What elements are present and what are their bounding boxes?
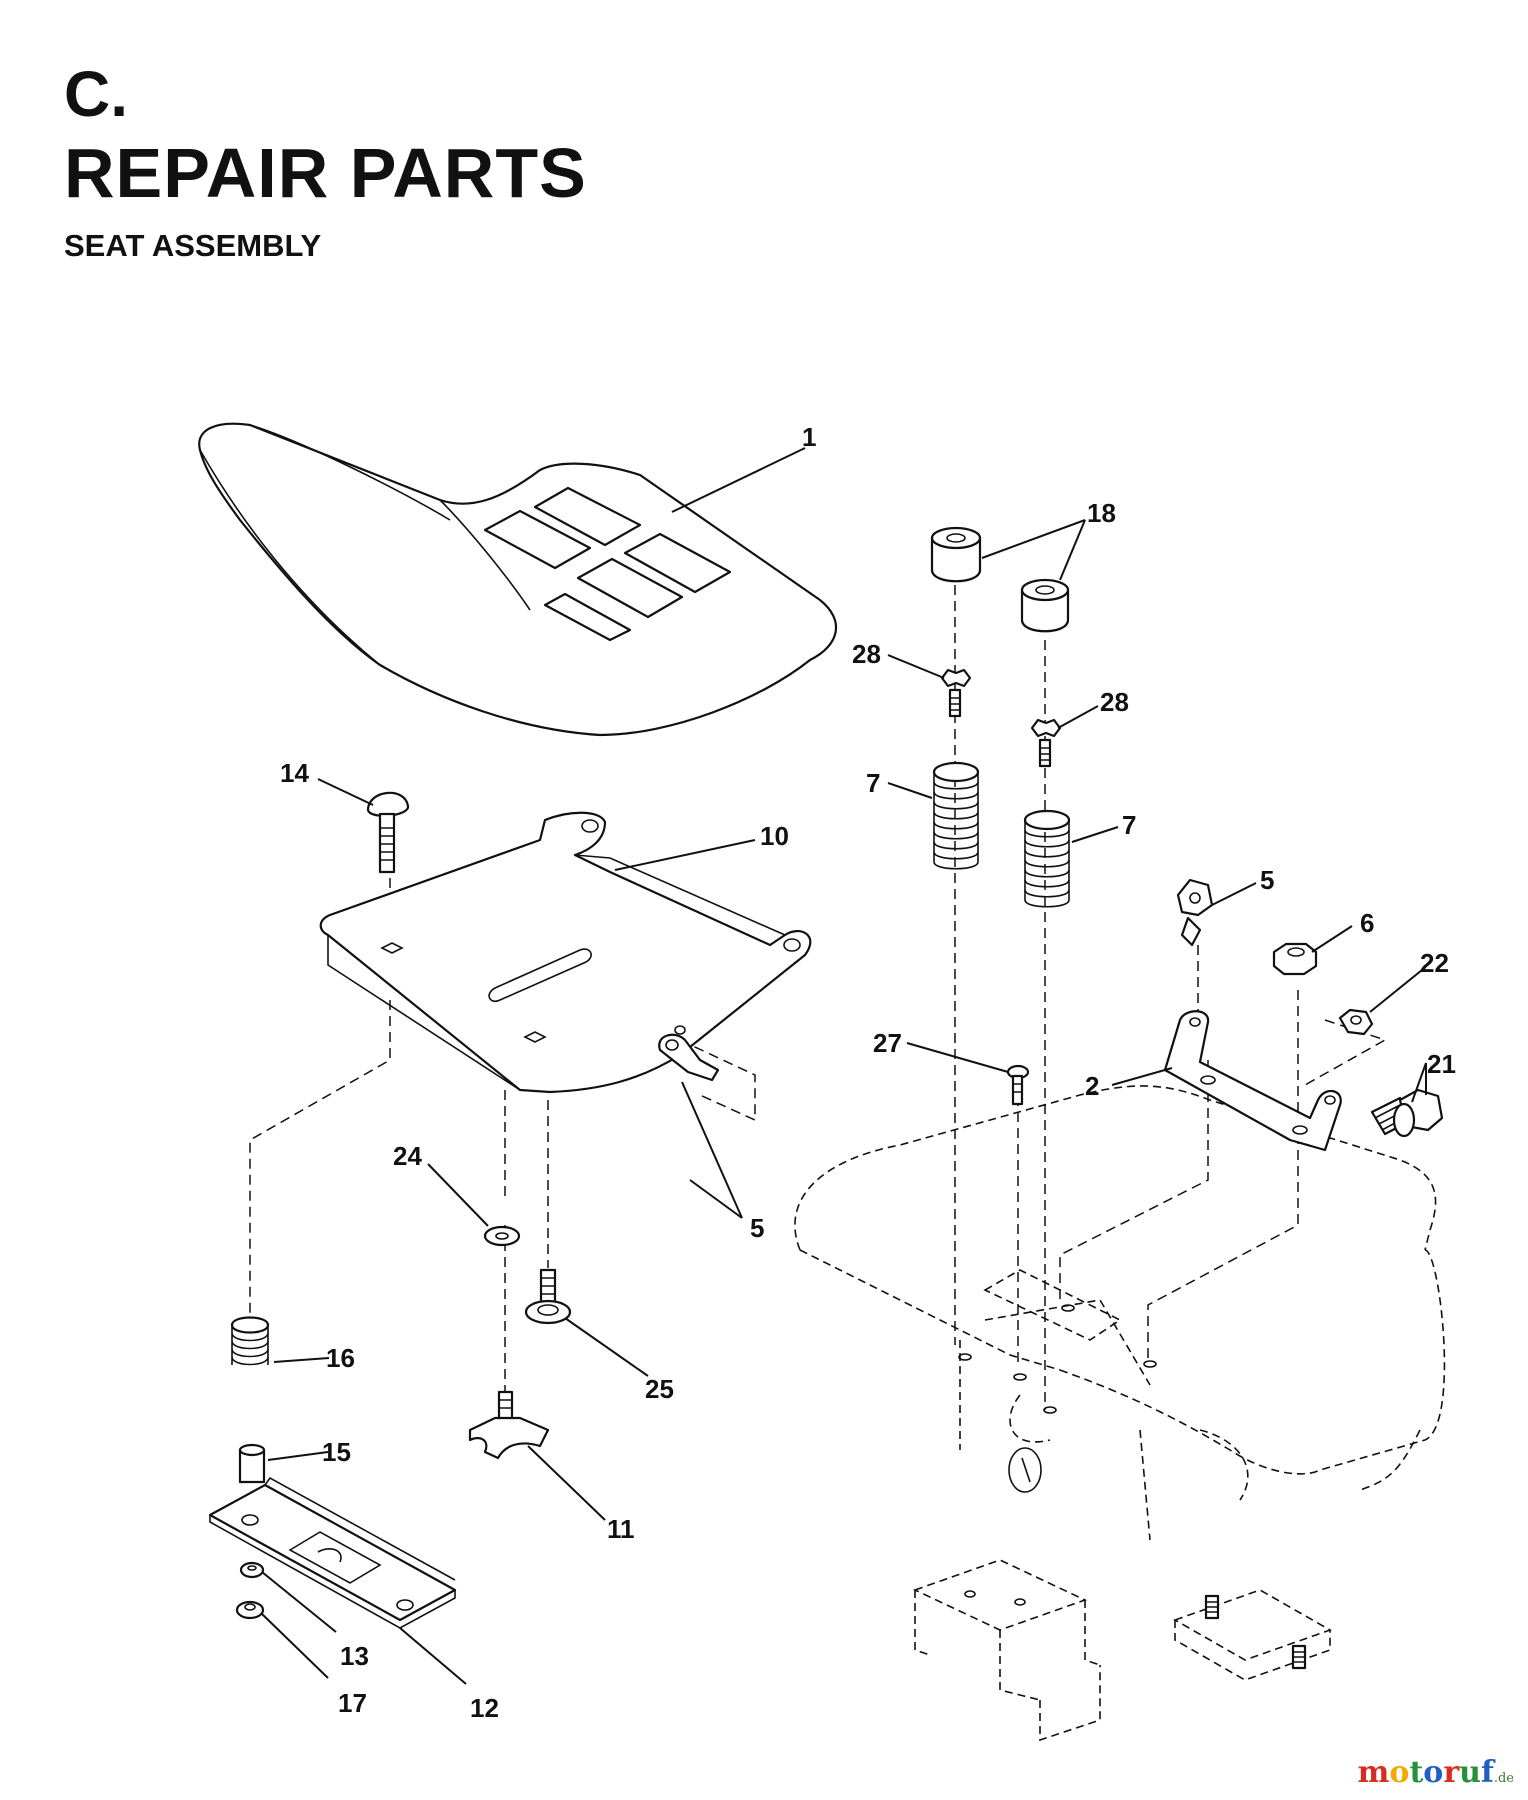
- callout-11: 11: [607, 1514, 635, 1544]
- page-title: REPAIR PARTS: [64, 134, 587, 212]
- small-screw-part[interactable]: [1006, 1064, 1030, 1106]
- spring-part[interactable]: [230, 1316, 270, 1366]
- page-subtitle: SEAT ASSEMBLY: [64, 228, 322, 263]
- flange-nut-17-part[interactable]: [235, 1600, 265, 1620]
- callout-16: 16: [326, 1343, 355, 1373]
- watermark-logo: motoruf.de: [1358, 1755, 1514, 1790]
- callout-7: 7: [1122, 810, 1136, 840]
- nut-13-part[interactable]: [239, 1561, 265, 1579]
- callout-28: 28: [1100, 687, 1129, 717]
- callout-5: 5: [750, 1213, 764, 1243]
- stud-icon: [1204, 1594, 1220, 1620]
- washer-part[interactable]: [483, 1225, 521, 1247]
- callout-18: 18: [1087, 498, 1116, 528]
- spacer-part[interactable]: [238, 1443, 266, 1484]
- carriage-bolt-part[interactable]: [366, 791, 410, 874]
- watermark-brand: motoruf: [1357, 1755, 1494, 1790]
- callout-10: 10: [760, 821, 789, 851]
- seat-pan-part[interactable]: [319, 811, 812, 1094]
- screw-right-part[interactable]: [1030, 718, 1062, 768]
- callout-22: 22: [1420, 948, 1449, 978]
- screw-left-part[interactable]: [940, 668, 972, 718]
- seat-spring-right-part[interactable]: [1023, 809, 1071, 908]
- callout-12: 12: [470, 1693, 499, 1723]
- callout-21: 21: [1427, 1049, 1456, 1079]
- switch-clip-part[interactable]: [1176, 878, 1214, 947]
- callout-6: 6: [1360, 908, 1374, 938]
- shoulder-bolt-part[interactable]: [524, 1268, 572, 1325]
- tractor-frame: [794, 1085, 1446, 1742]
- seat-clip-part[interactable]: [658, 1033, 720, 1082]
- callout-25: 25: [645, 1374, 674, 1404]
- callout-28: 28: [852, 639, 881, 669]
- callout-13: 13: [340, 1641, 369, 1671]
- callout-1: 1: [802, 422, 816, 452]
- lock-nut-part[interactable]: [1338, 1008, 1374, 1036]
- seat-spring-left-part[interactable]: [932, 761, 980, 870]
- bumper-right-part[interactable]: [1020, 578, 1070, 633]
- hex-nut-part[interactable]: [1272, 942, 1318, 976]
- slide-plate-part[interactable]: [208, 1476, 457, 1629]
- callout-24: 24: [393, 1141, 422, 1171]
- callout-27: 27: [873, 1028, 902, 1058]
- callout-7: 7: [866, 768, 880, 798]
- callout-numbers: 1 18 28 28 7 7 14 10 5 6 22 27 2 21 24 5…: [280, 422, 1456, 1723]
- bumper-left-part[interactable]: [930, 526, 982, 583]
- section-letter: C.: [64, 58, 128, 130]
- bracket-part[interactable]: [1163, 1010, 1342, 1152]
- callout-14: 14: [280, 758, 309, 788]
- stud-icon: [1291, 1644, 1307, 1670]
- callout-15: 15: [322, 1437, 351, 1467]
- seat-part[interactable]: [198, 422, 838, 737]
- callout-2: 2: [1085, 1071, 1099, 1101]
- leader-lines: [261, 447, 1427, 1685]
- hex-bolt-part[interactable]: [1370, 1088, 1444, 1138]
- adjustment-knob-part[interactable]: [468, 1390, 550, 1460]
- callout-17: 17: [338, 1688, 367, 1718]
- callout-5: 5: [1260, 865, 1274, 895]
- watermark-suffix: .de: [1493, 1771, 1514, 1786]
